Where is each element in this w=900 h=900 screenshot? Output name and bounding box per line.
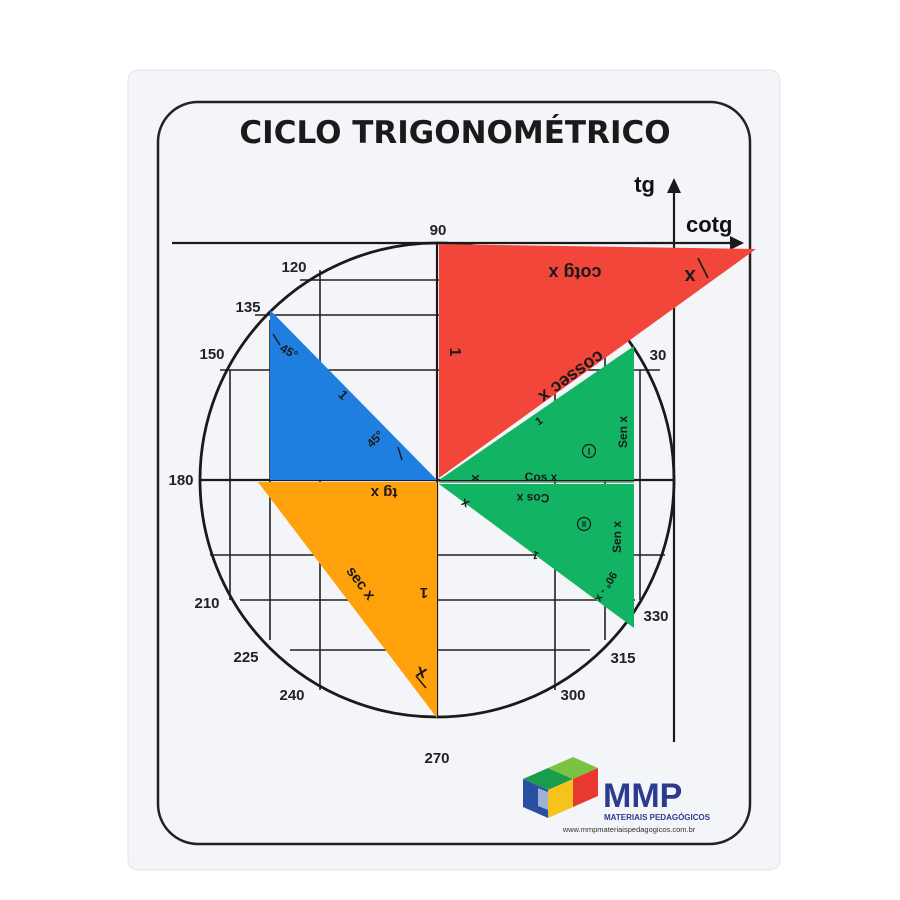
- logo-url: www.mmpmateriaispedagogicos.com.br: [562, 825, 696, 834]
- board-frame: [156, 100, 752, 846]
- angle-225: 225: [233, 649, 258, 666]
- angle-330: 330: [643, 608, 668, 625]
- blue-triangle-piece[interactable]: 45° 45° 1: [270, 310, 437, 480]
- green-upper-sen-label: Sen x: [616, 416, 630, 448]
- red-one-label: 1: [446, 348, 463, 357]
- green-lower-one-label: 1: [531, 548, 541, 561]
- green-lower-roman-circle: [576, 516, 592, 532]
- angle-270: 270: [424, 750, 449, 767]
- green-lower-sen-label: Sen x: [610, 521, 624, 553]
- logo-subtitle: MATERIAIS PEDAGÓGICOS: [604, 813, 711, 822]
- tg-axis-label: tg: [634, 172, 655, 197]
- cotg-axis-label: cotg: [686, 212, 732, 237]
- cotg-arrow-icon: [730, 236, 744, 250]
- green-upper-triangle-shape[interactable]: [439, 346, 634, 480]
- blue-angle-tick-top: [272, 333, 281, 346]
- red-triangle-piece[interactable]: cotg x cossec x 1 x: [439, 244, 756, 478]
- tg-arrow-icon: [667, 178, 681, 193]
- red-angle-tick: [697, 257, 709, 279]
- angle-210: 210: [194, 595, 219, 612]
- green-upper-roman-circle: [581, 443, 597, 459]
- angle-240: 240: [279, 687, 304, 704]
- orange-one-label: 1: [420, 584, 428, 601]
- board-title: CICLO TRIGONOMÉTRICO: [239, 115, 670, 151]
- angle-300: 300: [560, 687, 585, 704]
- red-x-label: x: [684, 265, 695, 287]
- green-upper-one-label: 1: [533, 415, 545, 428]
- blue-triangle-shape[interactable]: [270, 310, 437, 480]
- green-upper-roman-label: I: [588, 447, 591, 457]
- blue-angle-tick-bottom: [397, 446, 403, 461]
- orange-triangle-piece[interactable]: tg x sec x 1 x: [258, 482, 437, 718]
- orange-angle-tick: [415, 675, 427, 689]
- green-upper-x-label: x: [467, 474, 482, 482]
- cube-logo-icon: [523, 757, 598, 818]
- angle-315: 315: [610, 650, 635, 667]
- angle-150: 150: [199, 346, 224, 363]
- angle-135: 135: [235, 299, 260, 316]
- angle-180: 180: [168, 472, 193, 489]
- red-triangle-shape[interactable]: [439, 244, 756, 478]
- green-lower-triangle-piece[interactable]: Cos x Sen x II 1 x 90° - x: [439, 481, 634, 628]
- orange-triangle-shape[interactable]: [258, 482, 437, 718]
- green-lower-roman-label: II: [582, 520, 586, 529]
- green-lower-triangle-shape[interactable]: [439, 484, 634, 628]
- logo-brand: MMP: [603, 777, 682, 815]
- angle-90: 90: [430, 222, 447, 239]
- angle-labels: 90 120 135 150 30 180 210 225 240 270 30…: [168, 222, 668, 767]
- mmp-logo: MMP MATERIAIS PEDAGÓGICOS www.mmpmateria…: [523, 757, 711, 834]
- angle-120: 120: [281, 259, 306, 276]
- green-upper-cos-label: Cos x: [525, 470, 558, 484]
- green-lower-cos-label: Cos x: [516, 491, 549, 505]
- angle-30: 30: [650, 347, 667, 364]
- orange-tg-label: tg x: [370, 484, 397, 501]
- red-cotg-label: cotg x: [548, 263, 601, 283]
- green-upper-triangle-piece[interactable]: Cos x Sen x I 1 x: [439, 346, 634, 484]
